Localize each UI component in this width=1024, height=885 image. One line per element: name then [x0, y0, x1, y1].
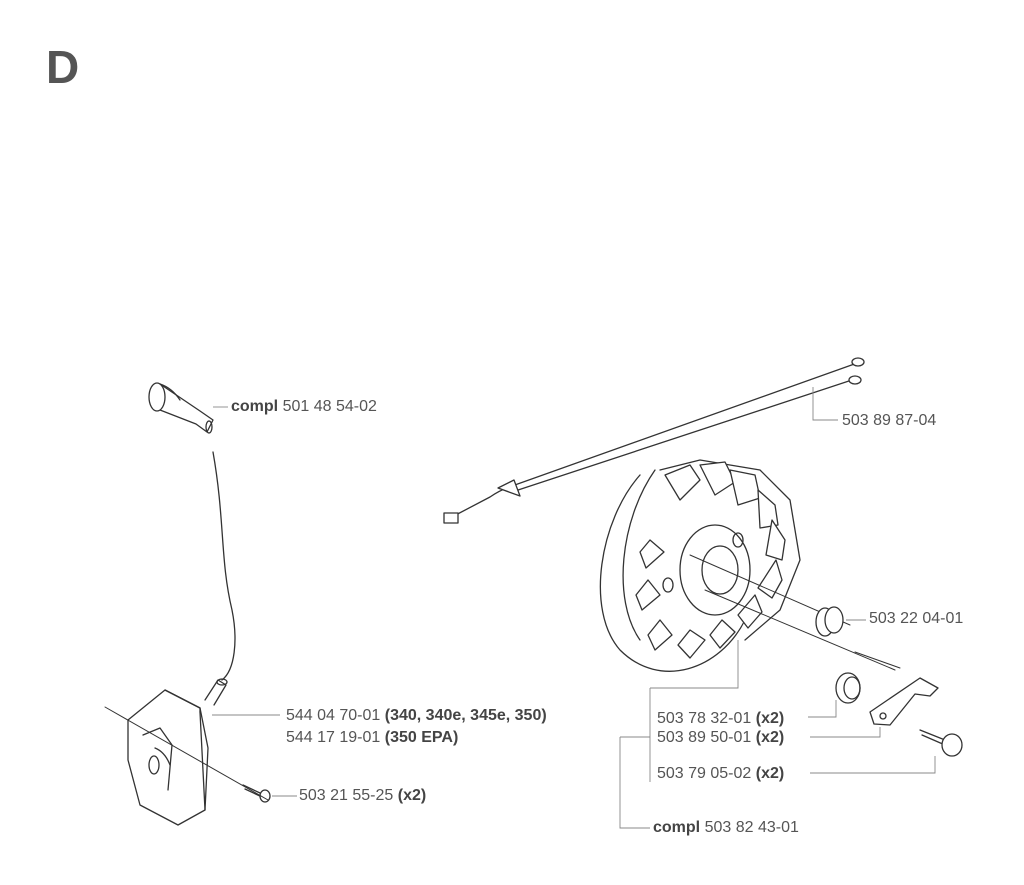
- flywheel-part: [599, 459, 801, 672]
- label-pin: 503 79 05-02 (x2): [657, 765, 784, 783]
- quantity-qualifier: (x2): [755, 729, 785, 746]
- model-qualifier: (340, 340e, 345e, 350): [384, 707, 547, 724]
- spark-plug-boot-part: [148, 382, 214, 434]
- label-bushing: 503 22 04-01: [869, 610, 963, 628]
- compl-bracket: [619, 737, 650, 829]
- compl-prefix: compl: [653, 819, 701, 836]
- spring-part: [835, 672, 861, 704]
- compl-prefix: compl: [231, 398, 279, 415]
- part-number: 544 17 19-01: [286, 729, 381, 746]
- label-screw: 503 21 55-25 (x2): [299, 787, 426, 805]
- label-coil-a: 544 04 70-01 (340, 340e, 345e, 350): [286, 707, 547, 725]
- label-wires: 503 89 87-04: [842, 412, 936, 430]
- model-qualifier: (350 EPA): [384, 729, 459, 746]
- spring-leader: [808, 700, 837, 718]
- part-number: 503 22 04-01: [869, 610, 964, 627]
- pin-leader: [810, 756, 936, 774]
- label-spring: 503 78 32-01 (x2): [657, 710, 784, 728]
- pawl-part: [869, 677, 939, 726]
- quantity-qualifier: (x2): [755, 710, 785, 727]
- wires-leader: [812, 387, 838, 421]
- bushing-part: [815, 606, 844, 637]
- label-spark-plug-boot: compl 501 48 54-02: [231, 398, 377, 416]
- part-number: 544 04 70-01: [286, 707, 381, 724]
- pin-part: [919, 729, 963, 757]
- part-number: 501 48 54-02: [282, 398, 377, 415]
- quantity-qualifier: (x2): [755, 765, 785, 782]
- part-number: 503 82 43-01: [704, 819, 799, 836]
- coil-screw-part: [242, 784, 271, 803]
- label-flywheel-compl: compl 503 82 43-01: [653, 819, 799, 837]
- part-number: 503 89 50-01: [657, 729, 752, 746]
- bracket-left: [650, 640, 739, 689]
- short-circuit-wires-part: [443, 357, 865, 524]
- label-coil-b: 544 17 19-01 (350 EPA): [286, 729, 458, 747]
- label-pawl: 503 89 50-01 (x2): [657, 729, 784, 747]
- ignition-lead-part: [212, 451, 236, 681]
- quantity-qualifier: (x2): [397, 787, 427, 804]
- ignition-coil-part: [127, 678, 228, 826]
- part-number: 503 78 32-01: [657, 710, 752, 727]
- part-number: 503 79 05-02: [657, 765, 752, 782]
- pawl-leader: [810, 727, 881, 738]
- part-number: 503 89 87-04: [842, 412, 937, 429]
- part-number: 503 21 55-25: [299, 787, 394, 804]
- section-letter: D: [46, 41, 80, 93]
